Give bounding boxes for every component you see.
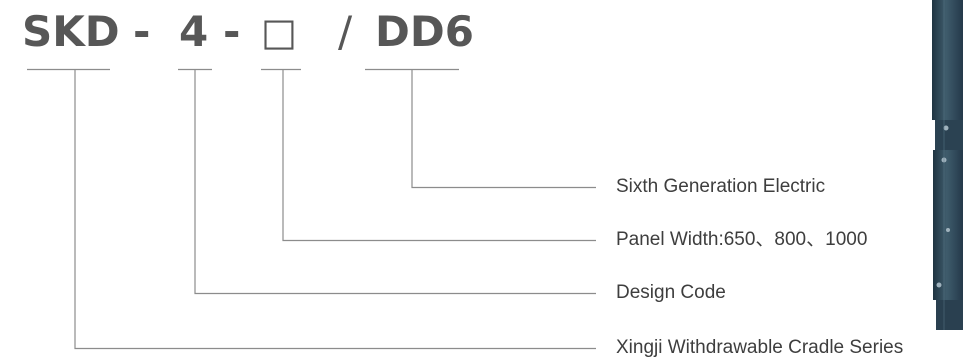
label-series: Xingji Withdrawable Cradle Series: [616, 337, 904, 358]
leader-width: [282, 70, 596, 242]
leader-series: [74, 70, 596, 350]
code-slash: /: [338, 7, 353, 56]
label-panel-width: Panel Width:650、800、1000: [616, 229, 868, 250]
code-generation: DD6: [375, 7, 474, 56]
leader-design: [194, 70, 596, 295]
label-design-code: Design Code: [616, 282, 726, 303]
code-design: 4: [179, 7, 209, 56]
code-series: SKD: [22, 7, 120, 56]
leader-generation: [411, 70, 596, 189]
code-width-placeholder: □: [261, 10, 297, 54]
model-code: SKD - 4 - □ / DD6: [0, 2, 963, 62]
label-generation: Sixth Generation Electric: [616, 176, 826, 197]
code-separator-2: -: [223, 7, 241, 56]
product-image: [932, 0, 963, 330]
code-separator-1: -: [133, 7, 151, 56]
